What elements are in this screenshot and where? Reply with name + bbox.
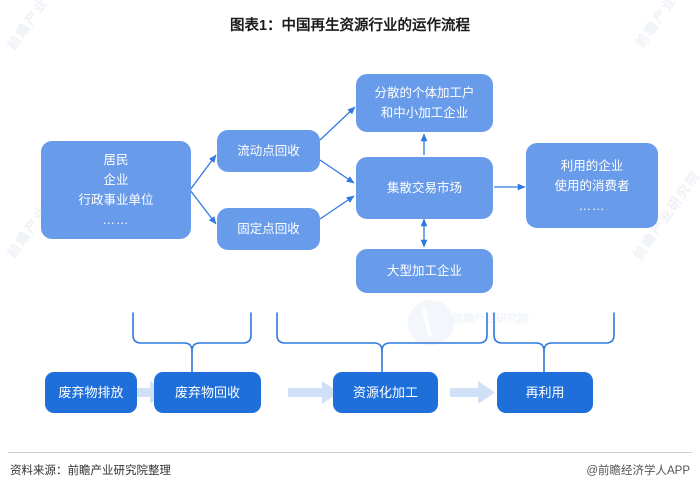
node-sources-line-2: 企业: [103, 173, 129, 187]
stage-collection-label: 废弃物回收: [174, 384, 240, 400]
node-end-users-line-3: ……: [578, 198, 606, 213]
bracket-processors: [493, 312, 545, 373]
edge-mobile-to-market: [319, 159, 355, 184]
bracket-sources-right: [191, 312, 252, 352]
edge-mobile-to-small: [319, 106, 356, 141]
node-small-processors-line-2: 和中小加工企业: [380, 106, 469, 120]
node-sources-line-4: ……: [102, 213, 130, 227]
figure-title: 图表1：中国再生资源行业的运作流程: [229, 18, 471, 34]
stage-processing[interactable]: 资源化加工: [333, 372, 438, 413]
bracket-recycling: [276, 312, 383, 373]
stage-reuse-label: 再利用: [525, 384, 565, 400]
node-mobile-recycling-label: 流动点回收: [237, 144, 300, 158]
attribution-note: @前瞻经济学人APP: [586, 465, 690, 477]
stage-arrow-2: [288, 381, 339, 404]
node-sources-line-1: 居民: [103, 153, 129, 167]
node-trading-market-label: 集散交易市场: [386, 181, 462, 195]
node-large-processors-label: 大型加工企业: [386, 264, 462, 278]
edge-sources-to-fixed: [189, 189, 217, 225]
node-fixed-recycling-label: 固定点回收: [237, 222, 300, 236]
source-note: 资料来源：前瞻产业研究院整理: [10, 465, 171, 477]
node-end-users-line-2: 使用的消费者: [554, 178, 630, 193]
stage-collection[interactable]: 废弃物回收: [154, 372, 261, 413]
node-mobile-recycling[interactable]: 流动点回收: [217, 130, 320, 172]
edge-fixed-to-market: [319, 195, 355, 220]
node-end-users[interactable]: 利用的企业 使用的消费者 ……: [526, 143, 658, 228]
bracket-processors-right: [543, 312, 615, 352]
stage-discharge[interactable]: 废弃物排放: [45, 372, 137, 413]
bracket-recycling-right: [381, 312, 488, 352]
node-sources[interactable]: 居民 企业 行政事业单位 ……: [41, 141, 191, 239]
node-sources-line-3: 行政事业单位: [78, 193, 154, 207]
bracket-sources: [132, 312, 193, 373]
stage-arrow-3: [450, 381, 495, 404]
node-end-users-line-1: 利用的企业: [560, 158, 624, 173]
node-trading-market[interactable]: 集散交易市场: [356, 157, 493, 219]
node-small-processors-line-1: 分散的个体加工户: [374, 86, 475, 100]
footer-divider: [8, 452, 692, 453]
node-large-processors[interactable]: 大型加工企业: [356, 249, 493, 293]
stage-discharge-label: 废弃物排放: [58, 384, 124, 400]
stage-processing-label: 资源化加工: [352, 384, 418, 400]
node-small-processors[interactable]: 分散的个体加工户 和中小加工企业: [356, 74, 493, 132]
node-fixed-recycling[interactable]: 固定点回收: [217, 208, 320, 250]
stage-reuse[interactable]: 再利用: [497, 372, 593, 413]
edge-sources-to-mobile: [189, 154, 217, 191]
